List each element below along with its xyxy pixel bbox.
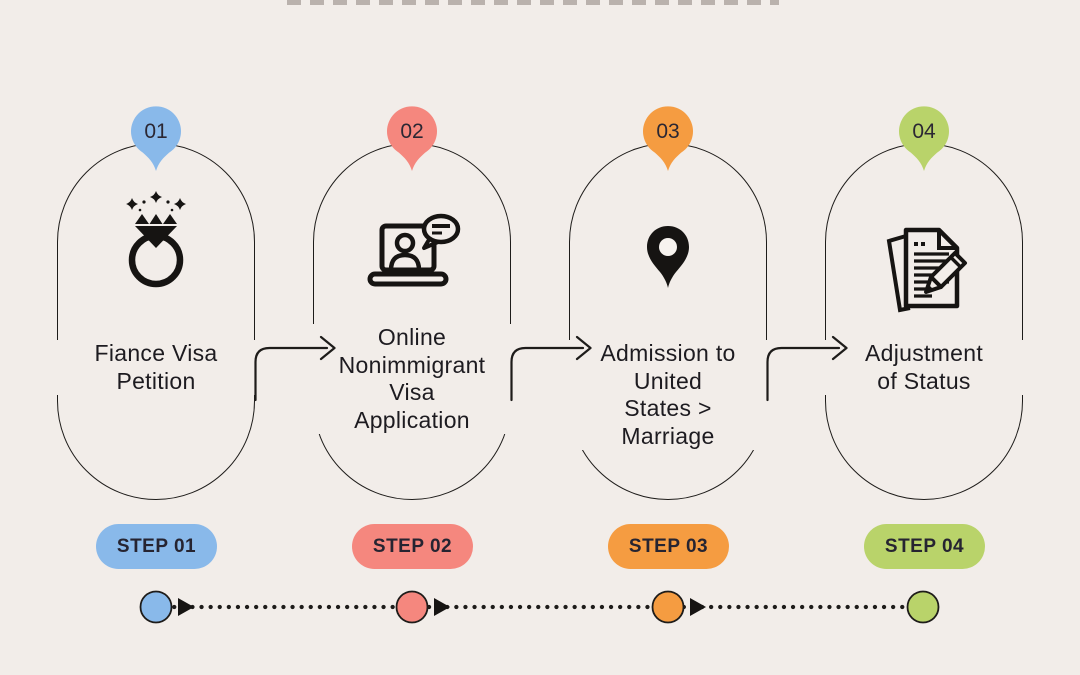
step2-number: 02 [400,120,423,143]
step4-title-line: Adjustment [864,340,984,366]
step4-number: 04 [912,120,936,143]
step4-number-badge: 04 [899,106,949,171]
arrow-step3-to-step4 [766,335,848,402]
step4-label-pill: STEP 04 [864,524,985,569]
arrow-step1-to-step2 [254,335,336,402]
step4-capsule [825,143,1023,500]
step3-title: Admission to United States > Marriage [552,340,784,450]
step2-title-line: Application [354,406,470,433]
timeline-node-step2 [395,590,429,624]
step2-number-badge: 02 [387,106,437,171]
step2-title-line: Nonimmigrant [338,351,486,378]
step2-label: STEP 02 [372,535,453,557]
documents-pencil-icon [886,227,967,313]
step4-title-line: of Status [877,367,971,394]
engagement-ring-icon [126,191,186,288]
step4-label: STEP 04 [884,535,965,557]
step2-title: Online Nonimmigrant Visa Application [296,324,528,434]
location-pin-icon [647,226,689,288]
step3-title-line: States > [624,395,712,421]
arrowhead-icon [690,598,706,616]
step3-label-pill: STEP 03 [608,524,729,569]
step3-number: 03 [656,120,679,143]
timeline-node-step4 [906,590,940,624]
step2-label-pill: STEP 02 [352,524,473,569]
step1-number: 01 [144,120,167,143]
clipped-title-text [287,0,779,5]
connector-arrows [254,335,848,402]
step3-title-line: Marriage [621,422,715,449]
step3-title-line: United [633,367,703,394]
step1-title-line: Petition [116,367,196,394]
arrow-step2-to-step3 [510,335,592,402]
timeline-node-step3 [651,590,685,624]
step3-title-line: Admission to [600,340,736,366]
step1-title: Fiance Visa Petition [40,340,272,395]
arrowhead-icon [434,598,450,616]
badge-pin-shape [643,106,693,171]
step1-label-pill: STEP 01 [96,524,217,569]
step1-label: STEP 01 [116,535,197,557]
step3-label: STEP 03 [628,535,709,557]
badge-pin-shape [899,106,949,171]
badge-pin-shape [131,106,181,171]
badge-pin-shape [387,106,437,171]
timeline-node-step1 [139,590,173,624]
step3-number-badge: 03 [643,106,693,171]
step2-title-line: Visa [389,379,435,405]
step4-title: Adjustment of Status [808,340,1040,395]
progress-timeline [139,590,940,624]
arrowhead-icon [178,598,194,616]
step2-title-line: Online [377,324,447,350]
step1-number-badge: 01 [131,106,181,171]
laptop-video-chat-icon [367,213,461,287]
step2-capsule [313,143,511,500]
step1-title-line: Fiance Visa [94,340,218,366]
